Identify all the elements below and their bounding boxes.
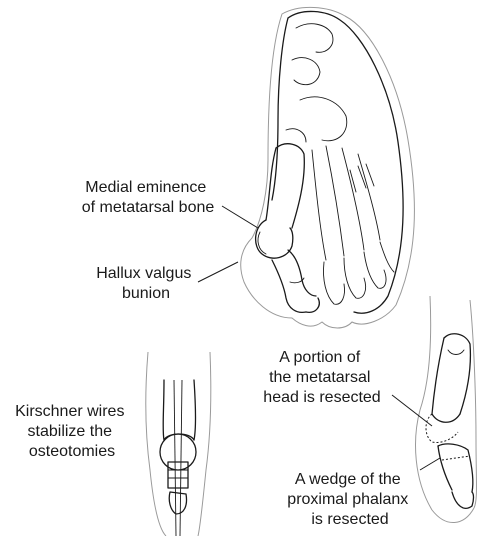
proximal-phalanx-line-2: proximal phalanx [287,491,408,508]
proximal-phalanx-line-3: is resected [311,511,388,528]
kirschner-wires-line-1: Kirschner wires [15,403,124,420]
kirschner-wires-label: Kirschner wires stabilize the osteotomie… [15,403,129,460]
metatarsal-head-label: A portion of the metatarsal head is rese… [263,349,380,406]
metatarsal-head-line-3: head is resected [263,389,380,406]
toe-resection-view [416,296,477,523]
hallux-valgus-label: Hallux valgus bunion [96,265,196,302]
leader-lines [198,206,440,470]
kirschner-wires-line-3: osteotomies [29,443,115,460]
metatarsal-head-line-1: A portion of [279,349,361,366]
medial-eminence-line-1: Medial eminence [85,179,206,196]
toe-with-kirschner-wires [146,352,211,536]
proximal-phalanx-line-1: A wedge of the [295,471,401,488]
kirschner-wires-line-2: stabilize the [28,423,113,440]
proximal-phalanx-label: A wedge of the proximal phalanx is resec… [287,471,412,528]
hallux-valgus-line-1: Hallux valgus [96,265,191,282]
medial-eminence-label: Medial eminence of metatarsal bone [82,179,215,216]
medial-eminence-line-2: of metatarsal bone [82,199,215,216]
metatarsal-head-line-2: the metatarsal [269,369,370,386]
hallux-valgus-line-2: bunion [122,285,170,302]
foot-top-view [241,7,415,328]
